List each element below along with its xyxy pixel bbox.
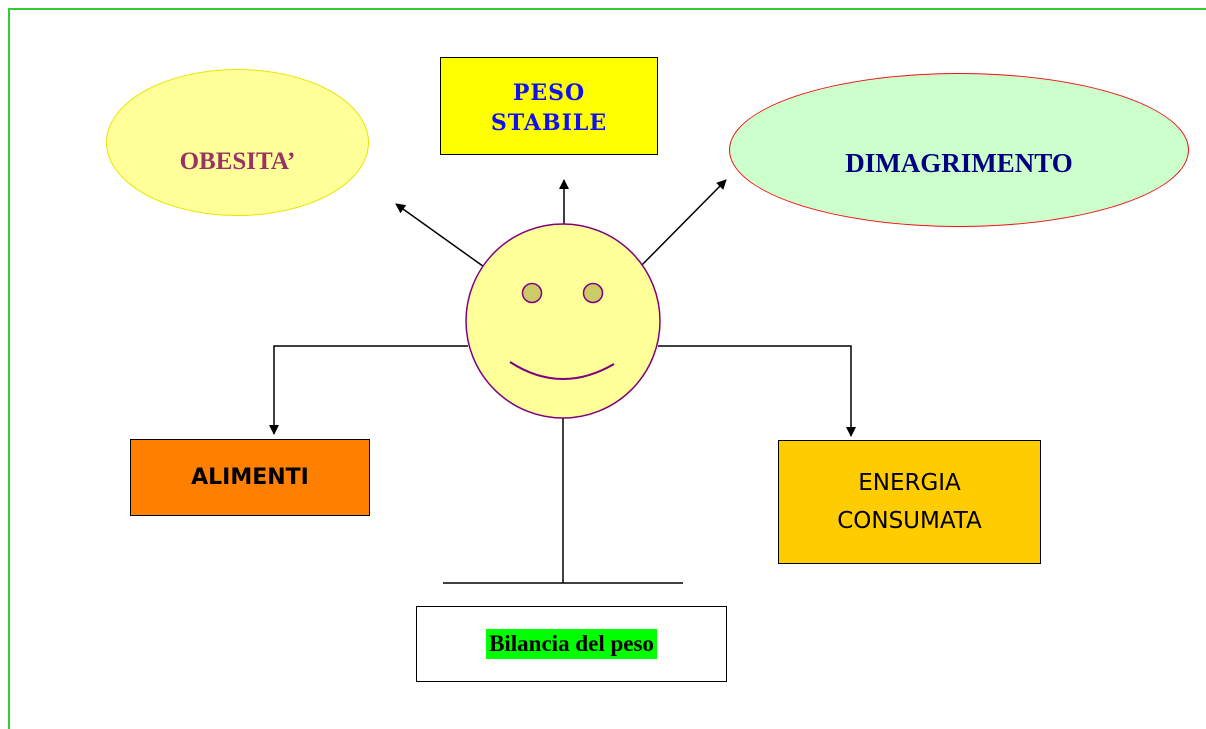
energia-consumata-box: ENERGIA CONSUMATA bbox=[778, 440, 1041, 564]
peso-stabile-box: PESO STABILE bbox=[440, 57, 658, 155]
alimenti-box: ALIMENTI bbox=[130, 439, 370, 516]
smile-mouth bbox=[509, 361, 615, 380]
peso-stabile-label: PESO STABILE bbox=[490, 80, 608, 136]
connector-to-energia bbox=[658, 345, 856, 437]
connector-to-alimenti bbox=[269, 345, 468, 435]
face-circle bbox=[465, 223, 661, 419]
bilancia-label: Bilancia del peso bbox=[486, 629, 657, 659]
obesita-oval: OBESITA’ bbox=[106, 69, 369, 216]
right-eye bbox=[582, 282, 604, 304]
alimenti-label: ALIMENTI bbox=[191, 465, 309, 490]
page-frame bbox=[8, 8, 1206, 729]
dimagrimento-label: DIMAGRIMENTO bbox=[845, 147, 1073, 178]
energia-consumata-label: ENERGIA CONSUMATA bbox=[837, 470, 982, 534]
bilancia-box: Bilancia del peso bbox=[416, 606, 727, 682]
obesita-label: OBESITA’ bbox=[179, 147, 296, 175]
arrow-to-obesita bbox=[395, 203, 488, 270]
left-eye bbox=[521, 282, 543, 304]
smiley-face-icon bbox=[465, 223, 661, 419]
arrow-to-dimagrimento bbox=[634, 179, 727, 273]
dimagrimento-oval: DIMAGRIMENTO bbox=[729, 73, 1189, 227]
